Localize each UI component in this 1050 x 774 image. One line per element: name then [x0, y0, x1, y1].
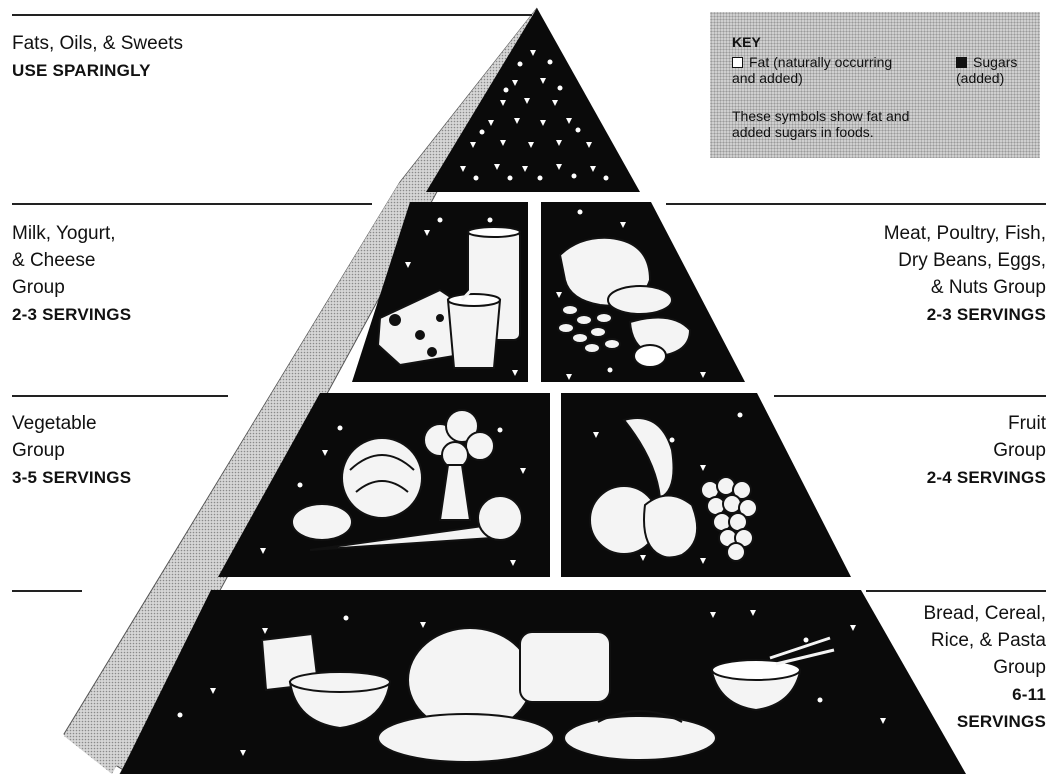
broccoli-icon [423, 409, 495, 521]
yogurt-cup-icon [446, 299, 502, 369]
vegetable-foods [291, 409, 523, 551]
servings-text: 2-3 SERVINGS [926, 305, 1046, 324]
banana-icon [622, 417, 675, 500]
pyramid-side-face-lower [64, 8, 537, 774]
key-sugar-label: Sugars (added) [956, 54, 1018, 86]
milk-foods [376, 226, 521, 369]
group-name: Meat, Poultry, Fish, Dry Beans, Eggs, & … [883, 223, 1046, 298]
servings-text: 3-5 SERVINGS [12, 468, 132, 487]
servings-text: 2-3 SERVINGS [12, 305, 132, 324]
divider-line [666, 203, 1046, 205]
beans-icon [557, 304, 621, 354]
servings-text: 2-4 SERVINGS [926, 468, 1046, 487]
fruit-foods [589, 417, 758, 562]
meat-foods [557, 236, 692, 368]
divider-line [12, 395, 228, 397]
divider-line [12, 14, 532, 16]
group-name: Fats, Oils, & Sweets [12, 33, 184, 54]
label-meat-group: Meat, Poultry, Fish, Dry Beans, Eggs, & … [884, 220, 1046, 328]
label-fats-oils-sweets: Fats, Oils, & Sweets USE SPARINGLY [12, 30, 183, 84]
fish-icon [607, 285, 673, 315]
sliced-bread-icon [519, 631, 611, 703]
divider-line [12, 203, 372, 205]
group-name: Fruit Group [993, 413, 1046, 461]
tier-fats-oils-sweets [426, 8, 640, 192]
fat-symbol-icon [732, 57, 743, 68]
fat-sugar-symbols [177, 209, 886, 756]
bread-foods [260, 627, 835, 763]
divider-line [866, 590, 1046, 592]
divider-line [774, 395, 1046, 397]
label-fruit-group: Fruit Group 2-4 SERVINGS [927, 410, 1046, 491]
sugar-symbol-icon [956, 57, 967, 68]
tomato-icon [477, 495, 523, 541]
label-bread-group: Bread, Cereal, Rice, & Pasta Group 6-11 … [923, 600, 1046, 735]
key-legend: KEY Fat (naturally occurring and added) … [710, 12, 1040, 158]
grapes-icon [700, 476, 758, 562]
group-name: Bread, Cereal, Rice, & Pasta Group [923, 603, 1046, 678]
label-vegetable-group: Vegetable Group 3-5 SERVINGS [12, 410, 131, 491]
fat-sugar-symbols-top [460, 50, 609, 181]
cereal-bowl-icon [288, 681, 392, 730]
egg-icon [633, 344, 667, 368]
label-milk-group: Milk, Yogurt, & Cheese Group 2-3 SERVING… [12, 220, 131, 328]
divider-line [12, 590, 82, 592]
cabbage-icon [341, 437, 423, 519]
rice-bowl-icon [710, 671, 802, 712]
key-fat-label: Fat (naturally occurring and added) [732, 54, 893, 86]
key-fat-entry: Fat (naturally occurring and added) [732, 54, 942, 86]
servings-text: USE SPARINGLY [12, 61, 151, 80]
group-name: Milk, Yogurt, & Cheese Group [12, 223, 116, 298]
apple-icon [643, 494, 699, 559]
baguette-icon [377, 713, 555, 763]
pasta-plate-icon [563, 715, 717, 761]
key-title: KEY [732, 34, 761, 50]
key-sugar-entry: Sugars (added) [956, 54, 1036, 86]
potato-icon [291, 503, 353, 541]
servings-text: 6-11 SERVINGS [956, 685, 1046, 731]
key-description: These symbols show fat and added sugars … [732, 108, 910, 140]
group-name: Vegetable Group [12, 413, 97, 461]
